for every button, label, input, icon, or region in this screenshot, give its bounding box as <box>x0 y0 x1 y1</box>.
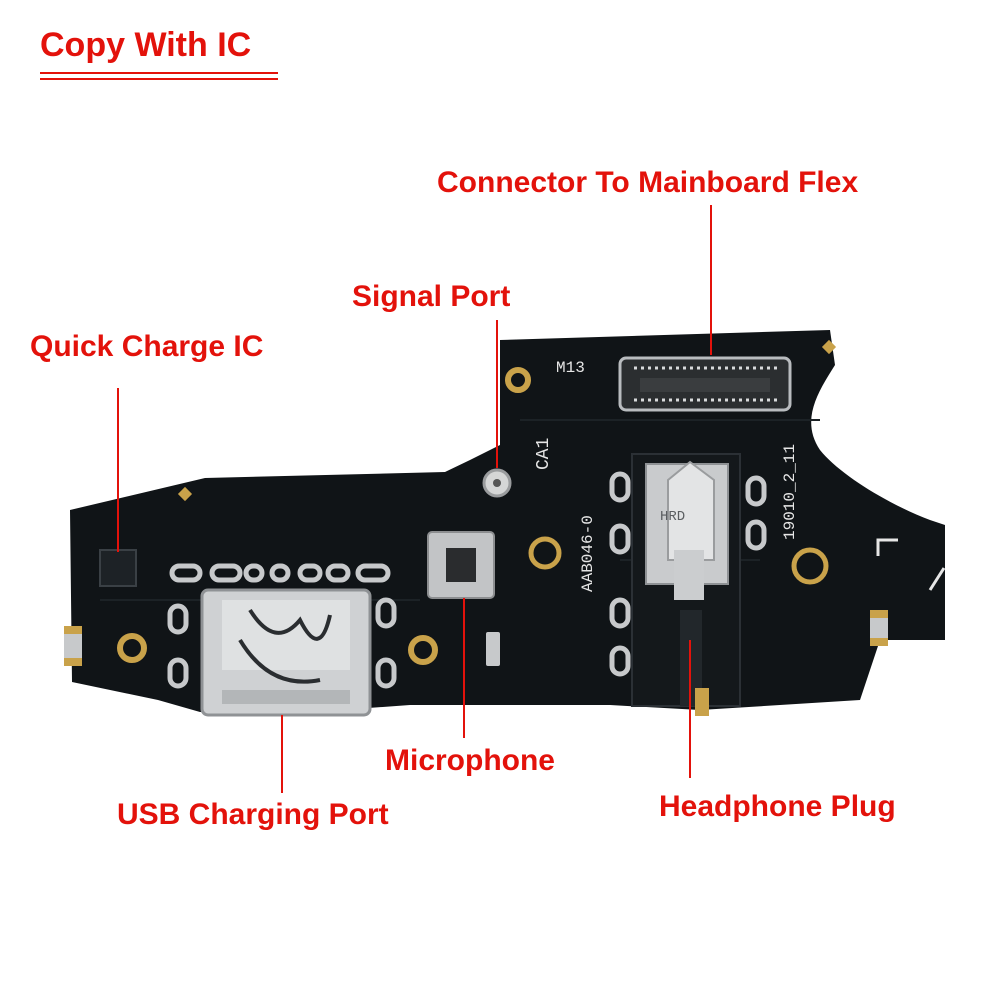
quick-charge-ic <box>99 549 137 587</box>
silk-hrd: HRD <box>660 509 685 525</box>
pad-7 <box>355 563 391 583</box>
smd-mid <box>486 632 500 666</box>
side-pad-2 <box>167 657 189 689</box>
side-pad-10 <box>745 519 767 551</box>
corner-pad-1 <box>177 486 193 502</box>
page-title: Copy With IC <box>40 26 252 64</box>
label-microphone: Microphone <box>385 744 555 777</box>
pad-1 <box>169 563 203 583</box>
side-pad-3 <box>375 597 397 629</box>
silk-ca1: CA1 <box>534 438 554 470</box>
smd-left <box>64 626 82 666</box>
pad-2 <box>209 563 243 583</box>
side-pad-7 <box>609 597 631 629</box>
label-signal-port: Signal Port <box>352 280 511 313</box>
title-underline <box>40 72 278 74</box>
smd-right <box>870 610 888 646</box>
side-pad-1 <box>167 603 189 635</box>
label-quick-charge-ic: Quick Charge IC <box>30 330 264 363</box>
side-pad-8 <box>609 645 631 677</box>
mount-pad-center <box>528 536 562 570</box>
mount-hole-left <box>117 633 147 663</box>
leader-lines <box>117 205 712 793</box>
pad-4 <box>269 563 291 583</box>
usb-charging-port <box>200 588 372 717</box>
corner-pad-2 <box>821 339 837 355</box>
headphone-plug <box>631 453 741 716</box>
silk-m13: M13 <box>556 359 585 377</box>
side-pad-4 <box>375 657 397 689</box>
side-pad-9 <box>745 475 767 507</box>
label-headphone-plug: Headphone Plug <box>659 790 896 823</box>
label-connector: Connector To Mainboard Flex <box>437 166 859 199</box>
silk-date-code: 19010_2_11 <box>781 444 799 540</box>
pad-5 <box>297 563 323 583</box>
side-pad-5 <box>609 471 631 503</box>
mount-hole-mid <box>408 635 438 665</box>
mount-hole-top <box>505 367 531 393</box>
mount-pad-right <box>791 547 829 585</box>
pad-6 <box>325 563 351 583</box>
title-underline-2 <box>40 78 278 80</box>
silk-part-number: AAB046-0 <box>579 515 597 592</box>
side-pad-6 <box>609 523 631 555</box>
label-usb-charging-port: USB Charging Port <box>117 798 389 831</box>
pad-3 <box>243 563 265 583</box>
